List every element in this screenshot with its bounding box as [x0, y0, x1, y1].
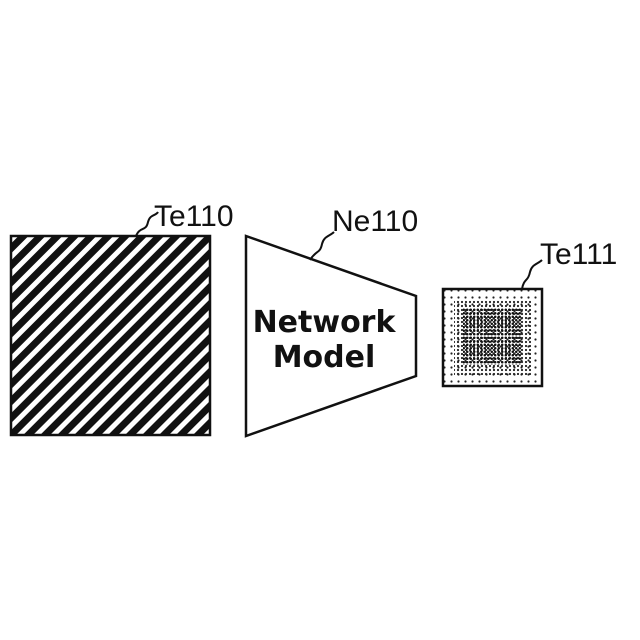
- input-image-hatched-square: [11, 236, 210, 435]
- output-image-core-dots: [463, 308, 521, 365]
- network-model-text-line2: Model: [273, 340, 376, 375]
- input-image-block: Te110: [11, 200, 234, 435]
- network-model-text-line1: Network: [253, 305, 397, 340]
- network-model-leader-line: [310, 232, 334, 260]
- network-model-block: Ne110 Network Model: [246, 205, 418, 436]
- output-image-label: Te111: [540, 238, 617, 271]
- output-image-block: Te111: [443, 238, 617, 386]
- output-image-leader-line: [522, 260, 542, 289]
- network-model-label: Ne110: [332, 205, 418, 238]
- input-image-label: Te110: [154, 200, 234, 233]
